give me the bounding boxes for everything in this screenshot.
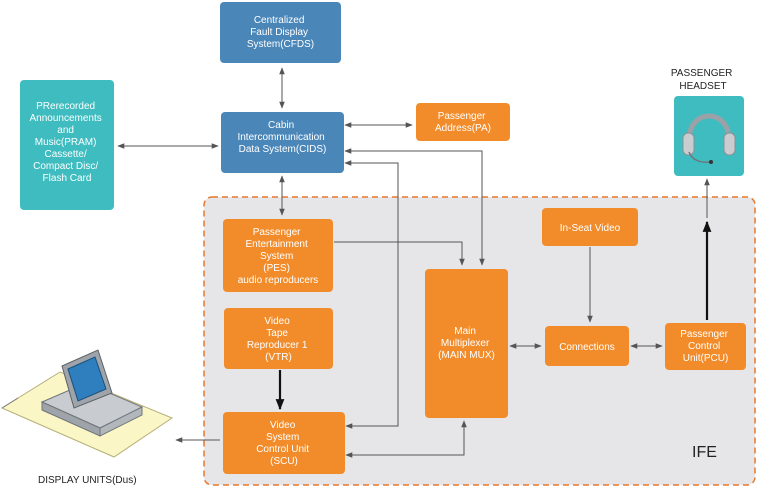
pes-line-1: Passenger <box>253 227 301 238</box>
vtr-box[interactable]: Video Tape Reproducer 1 (VTR) <box>224 308 333 369</box>
pa-box[interactable]: Passenger Address(PA) <box>416 103 510 141</box>
svg-text:Cabin Intercommunication: Cabin Intercommunication Data System(CID… <box>237 120 327 155</box>
pcu-box[interactable]: Passenger Control Unit(PCU) <box>665 323 746 370</box>
scu-line-2: System <box>266 432 299 443</box>
pcu-line-2: Control <box>688 341 720 352</box>
svg-text:Passenger Address(PA): Passenger Address(PA) <box>435 111 491 134</box>
pram-box[interactable]: PRerecorded Announcements and Music(PRAM… <box>20 80 114 210</box>
svg-text:Connections: Connections <box>559 342 615 353</box>
connector-pes-main-mux <box>334 241 465 266</box>
pram-line-2: Announcements <box>29 113 101 124</box>
svg-text:Main Multiplexer (: Main Multiplexer (MAIN MUX) <box>438 326 495 361</box>
main-mux-line-3: (MAIN MUX) <box>438 350 495 361</box>
main-mux-box[interactable]: Main Multiplexer (MAIN MUX) <box>425 269 508 418</box>
headset-icon <box>674 96 744 176</box>
cids-line-1: Cabin <box>268 120 294 131</box>
scu-line-3: Control Unit <box>256 444 309 455</box>
pram-line-6: Compact Disc/ <box>33 161 98 172</box>
connections-line-1: Connections <box>559 342 615 353</box>
svg-text:In-Seat Video: In-Seat Video <box>560 223 621 234</box>
in-seat-video-line-1: In-Seat Video <box>560 223 621 234</box>
headset-label: PASSENGER HEADSET <box>671 68 735 92</box>
vtr-line-1: Video <box>264 316 290 327</box>
pram-line-1: PRerecorded <box>36 101 95 112</box>
pes-line-3: System <box>260 251 293 262</box>
pa-line-1: Passenger <box>438 111 486 122</box>
pcu-line-1: Passenger <box>680 329 728 340</box>
cids-line-3: Data System(CIDS) <box>239 144 327 155</box>
svg-text:Passenger Entertainment: Passenger Entertainment System (PES) aud… <box>238 227 319 286</box>
headset-label-line-2: HEADSET <box>679 81 726 92</box>
pram-line-7: Flash Card <box>43 173 92 184</box>
cfds-line-1: Centralized <box>254 15 305 26</box>
pes-line-2: Entertainment <box>245 239 307 250</box>
connector-cids-main-mux <box>344 148 485 266</box>
connector-scu-main-mux <box>345 420 467 458</box>
connections-box[interactable]: Connections <box>545 326 629 366</box>
display-units-label: DISPLAY UNITS(Dus) <box>38 475 137 486</box>
pes-line-4: (PES) <box>263 263 290 274</box>
scu-box[interactable]: Video System Control Unit (SCU) <box>223 412 345 474</box>
pram-line-4: Music(PRAM) <box>35 137 97 148</box>
vtr-line-2: Tape <box>266 328 288 339</box>
pram-line-5: Cassette/ <box>44 149 86 160</box>
svg-text:Centralized Fault Displa: Centralized Fault Display System(CFDS) <box>247 15 314 50</box>
vtr-line-3: Reproducer 1 <box>247 340 308 351</box>
cfds-line-3: System(CFDS) <box>247 39 314 50</box>
pcu-line-3: Unit(PCU) <box>683 353 729 364</box>
pa-line-2: Address(PA) <box>435 123 491 134</box>
cids-line-2: Intercommunication <box>237 132 324 143</box>
scu-line-4: (SCU) <box>270 456 298 467</box>
main-mux-line-2: Multiplexer <box>441 338 490 349</box>
pes-box[interactable]: Passenger Entertainment System (PES) aud… <box>223 219 333 292</box>
ife-label: IFE <box>692 444 717 461</box>
main-mux-line-1: Main <box>454 326 476 337</box>
svg-text:Video System Contr: Video System Control Unit (SCU) <box>256 420 312 467</box>
connectors <box>117 67 710 458</box>
headset-label-line-1: PASSENGER <box>671 68 733 79</box>
in-seat-video-box[interactable]: In-Seat Video <box>542 208 638 246</box>
vtr-line-4: (VTR) <box>265 352 292 363</box>
cfds-box[interactable]: Centralized Fault Display System(CFDS) <box>220 2 341 63</box>
pes-line-5: audio reproducers <box>238 275 319 286</box>
cfds-line-2: Fault Display <box>250 27 308 38</box>
svg-text:Passenger Control: Passenger Control Unit(PCU) <box>680 329 731 364</box>
pram-line-3: and <box>57 125 74 136</box>
scu-line-1: Video <box>270 420 296 431</box>
svg-text:Video Tape Reprodu: Video Tape Reproducer 1 (VTR) <box>247 316 310 363</box>
seatback-display-unit-icon <box>0 349 174 458</box>
cids-box[interactable]: Cabin Intercommunication Data System(CID… <box>221 112 344 173</box>
svg-text:PRerecorded Announcement: PRerecorded Announcements and Music(PRAM… <box>29 101 104 184</box>
